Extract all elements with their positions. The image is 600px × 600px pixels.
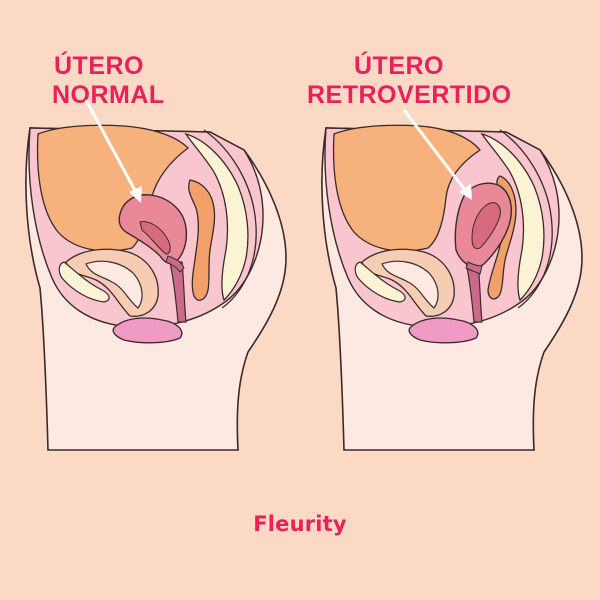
label-normal-uterus: ÚTERO NORMAL <box>52 52 165 109</box>
arrow-retroverted-head <box>459 184 472 200</box>
pelvis-retroverted <box>321 109 583 451</box>
label-retroverted-uterus: ÚTERO RETROVERTIDO <box>307 52 512 109</box>
uterus-retroverted <box>454 182 512 275</box>
brand-logo-text: Fleurity <box>253 512 347 536</box>
pelvis-normal <box>25 99 287 451</box>
arrow-normal-head <box>129 186 142 203</box>
uterus-normal <box>118 194 188 273</box>
arrow-retroverted <box>402 109 470 195</box>
arrow-normal <box>84 99 140 197</box>
